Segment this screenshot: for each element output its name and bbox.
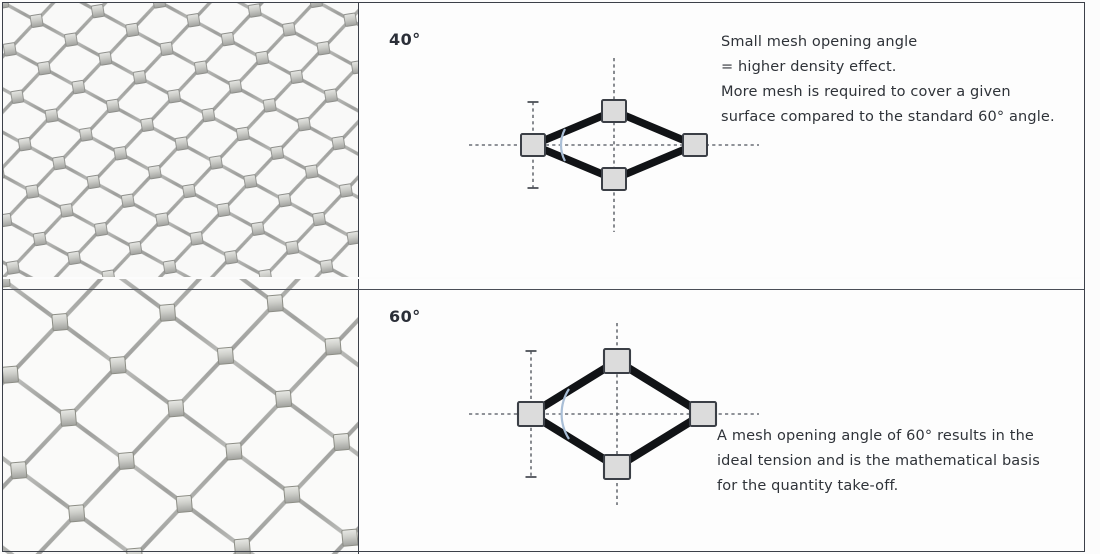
top-node — [601, 99, 627, 123]
mesh-photo-60-degree — [2, 279, 359, 554]
angle-label-40: 40° — [389, 30, 421, 49]
rhombus-diagram-60 — [469, 323, 759, 505]
description-60-degree: A mesh opening angle of 60° results in t… — [717, 428, 1040, 494]
top-node — [602, 347, 632, 375]
diagram-cell-60-degree: 60° — [359, 279, 1085, 554]
figure-outer-frame — [2, 2, 1085, 552]
cable-rhombus-60 — [527, 357, 707, 471]
opening-angle-arc-60 — [560, 388, 570, 440]
description-40-degree: Small mesh opening angle = higher densit… — [721, 34, 1055, 125]
mesh-photo-40-degree — [2, 2, 359, 277]
angle-label-60: 60° — [389, 307, 421, 326]
bottom-node — [601, 167, 627, 191]
rhombus-diagram-40 — [469, 58, 759, 232]
opening-angle-arc-40 — [559, 128, 566, 162]
row-divider — [2, 289, 1085, 290]
figure-row-40-degree: 40° — [2, 2, 1085, 277]
left-node — [516, 400, 546, 428]
right-node — [682, 133, 708, 157]
left-node — [520, 133, 546, 157]
node-group-60 — [516, 347, 718, 481]
bottom-node — [602, 453, 632, 481]
right-node — [688, 400, 718, 428]
node-group-40 — [520, 99, 708, 191]
mesh-photo-60-degree-illustration — [2, 279, 358, 554]
cable-rhombus-40 — [529, 107, 699, 183]
diagram-cell-40-degree: 40° — [359, 2, 1085, 277]
figure-row-60-degree: 60° — [2, 279, 1085, 554]
mesh-photo-40-degree-illustration — [2, 2, 358, 277]
